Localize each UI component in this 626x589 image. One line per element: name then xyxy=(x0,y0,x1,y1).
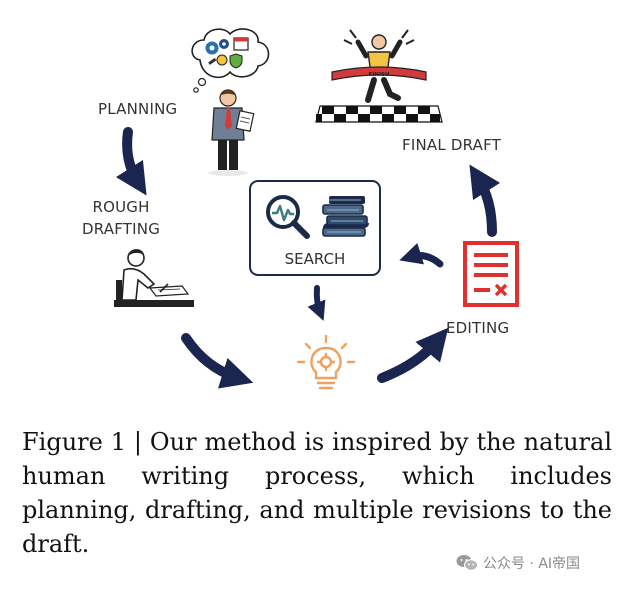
lightbulb-gear-icon xyxy=(296,334,356,390)
search-box: SEARCH xyxy=(249,180,381,276)
stage-label-rough-drafting: ROUGH DRAFTING xyxy=(82,196,160,240)
cycle-arrows xyxy=(115,127,501,389)
arrow-search-to-idea xyxy=(307,285,326,321)
arrow-planning-to-drafting xyxy=(115,127,147,196)
stage-label-editing: EDITING xyxy=(446,319,510,337)
stage-label-rough-line1: ROUGH xyxy=(92,198,150,216)
watermark-text: 公众号 · AI帝国 xyxy=(483,556,581,572)
finish-banner-text: FINISH xyxy=(368,72,389,78)
stage-label-rough-line2: DRAFTING xyxy=(82,220,161,238)
thought-bubble-gears-icon xyxy=(191,28,270,93)
figure-caption: Figure 1 | Our method is inspired by the… xyxy=(22,428,612,558)
stage-label-final-draft: FINAL DRAFT xyxy=(402,136,502,154)
arrow-editing-to-search xyxy=(399,242,444,268)
arrow-drafting-to-idea xyxy=(181,333,254,389)
books-icon xyxy=(322,196,369,237)
search-label: SEARCH xyxy=(284,250,346,268)
arrow-editing-to-final xyxy=(469,164,501,237)
watermark: 公众号 · AI帝国 xyxy=(456,553,580,573)
finish-line-runner-icon: FINISH xyxy=(315,29,443,123)
checkered-floor xyxy=(315,105,443,123)
magnifier-icon xyxy=(266,195,310,239)
edited-document-icon xyxy=(463,241,519,307)
writing-man-icon xyxy=(114,249,194,307)
arrow-idea-to-editing xyxy=(377,327,449,383)
wechat-icon xyxy=(456,555,478,571)
stage-label-planning: PLANNING xyxy=(98,100,178,118)
thinking-man-icon xyxy=(208,89,255,176)
